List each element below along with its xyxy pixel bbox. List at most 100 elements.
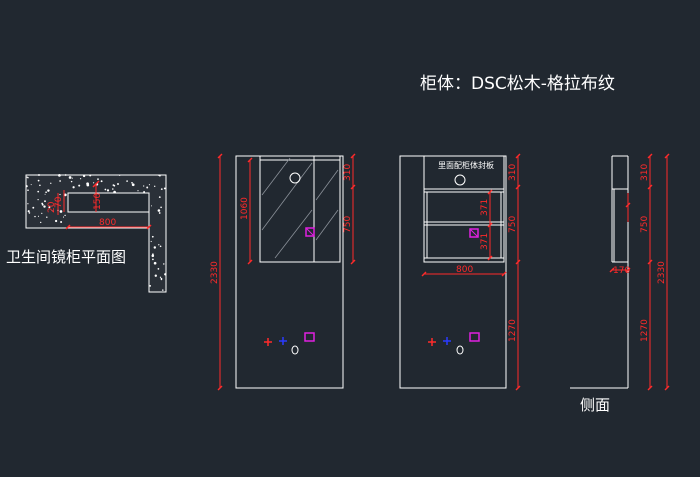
glass-hatch [274, 209, 313, 259]
speckle-dot [160, 188, 163, 191]
speckle-dot [157, 209, 161, 212]
front-view: 2330 1060 310 750 [210, 153, 356, 391]
speckle-dot [150, 240, 152, 243]
front-mirror-panel [259, 155, 341, 263]
tick [664, 385, 670, 391]
plan-cabinet-rect [67, 192, 150, 213]
speckle-dot [71, 177, 73, 179]
tick [647, 184, 653, 190]
speckle-dot [152, 258, 154, 261]
plan-dim-70: 70 [54, 196, 64, 208]
front-drain-icon [291, 345, 299, 355]
speckle-dot [146, 186, 149, 189]
plan-view: 800 20 70 150 [25, 174, 167, 293]
magenta-socket-cross [305, 227, 315, 237]
speckle-dot [44, 200, 46, 203]
speckle-dot [158, 174, 160, 176]
speckle-dot [143, 185, 145, 187]
speckle-dot [97, 178, 99, 180]
front-cabinet-outline [235, 155, 344, 389]
speckle-dot [151, 235, 154, 238]
speckle-dot [50, 182, 52, 184]
speckle-dot [157, 268, 160, 270]
tick [350, 153, 356, 159]
speckle-dot [160, 278, 163, 281]
speckle-dot [154, 185, 156, 187]
tick [515, 385, 521, 391]
speckle-dot [131, 181, 133, 184]
inner-label: 里面配柜体封板 [438, 160, 494, 170]
speckle-dot [27, 210, 30, 213]
inner-dim-800: 800 [456, 265, 473, 275]
speckle-dot [51, 210, 53, 212]
speckle-dot [72, 186, 75, 189]
speckle-dot [113, 184, 116, 187]
speckle-dot [70, 180, 73, 183]
magenta-socket-icon [469, 228, 479, 238]
glass-hatch [261, 162, 313, 231]
speckle-dot [117, 183, 119, 185]
speckle-dot [158, 244, 160, 246]
speckle-dot [28, 212, 31, 214]
speckle-dot [112, 188, 114, 190]
inner-light-fixture [454, 174, 466, 186]
speckle-dot [27, 203, 29, 205]
speckle-dot [27, 189, 29, 191]
speckle-dot [44, 193, 46, 195]
speckle-dot [37, 215, 40, 217]
inner-dim-371a: 371 [480, 199, 490, 216]
speckle-dot [154, 274, 157, 277]
tick [515, 259, 521, 265]
speckle-dot [163, 187, 166, 190]
speckle-dot [150, 205, 153, 207]
speckle-dot [151, 254, 155, 258]
speckle-dot [159, 245, 162, 248]
speckle-dot [143, 191, 146, 193]
speckle-dot [59, 193, 61, 196]
inner-dim-310: 310 [508, 164, 518, 181]
front-dim-1060: 1060 [240, 197, 250, 220]
speckle-dot [48, 206, 51, 209]
plan-dim-20: 20 [47, 201, 57, 213]
inner-drain-icon [456, 345, 464, 355]
speckle-dot [163, 263, 165, 265]
inner-dim-371b: 371 [480, 233, 490, 250]
speckle-dot [41, 212, 43, 214]
tick [515, 184, 521, 190]
speckle-dot [59, 180, 61, 182]
speckle-dot [164, 273, 167, 276]
speckle-dot [159, 276, 162, 278]
speckle-dot [158, 212, 161, 214]
speckle-dot [60, 221, 63, 223]
speckle-dot [100, 180, 103, 183]
speckle-dot [64, 214, 66, 217]
side-dim-1270: 1270 [640, 319, 650, 342]
inner-dim-1270: 1270 [508, 319, 518, 342]
glass-hatch [315, 209, 339, 241]
speckle-dot [30, 184, 32, 186]
glass-hatch [315, 169, 339, 201]
plan-label: 卫生间镜柜平面图 [6, 248, 126, 266]
tick [609, 267, 615, 273]
speckle-dot [38, 174, 40, 176]
tick [217, 385, 223, 391]
side-view: 170 310 750 1270 2330 [570, 153, 670, 391]
speckle-dot [46, 216, 48, 218]
front-light-fixture [289, 172, 301, 184]
blue-valve-icon [279, 337, 287, 345]
magenta-outlet-icon [304, 332, 315, 342]
speckle-dot [34, 215, 36, 218]
speckle-dot [37, 190, 40, 193]
plan-tick [92, 180, 100, 188]
speckle-dot [43, 205, 46, 208]
speckle-dot [47, 189, 50, 192]
cabinet-title: 柜体：DSC松木-格拉布纹 [420, 74, 615, 94]
speckle-dot [68, 176, 72, 179]
tick [350, 259, 356, 265]
speckle-dot [82, 174, 86, 178]
plan-speckle-texture [25, 174, 167, 291]
inner-cabinet-box [423, 155, 505, 263]
speckle-dot [86, 183, 90, 187]
speckle-dot [27, 177, 29, 179]
speckle-dot [131, 183, 135, 187]
